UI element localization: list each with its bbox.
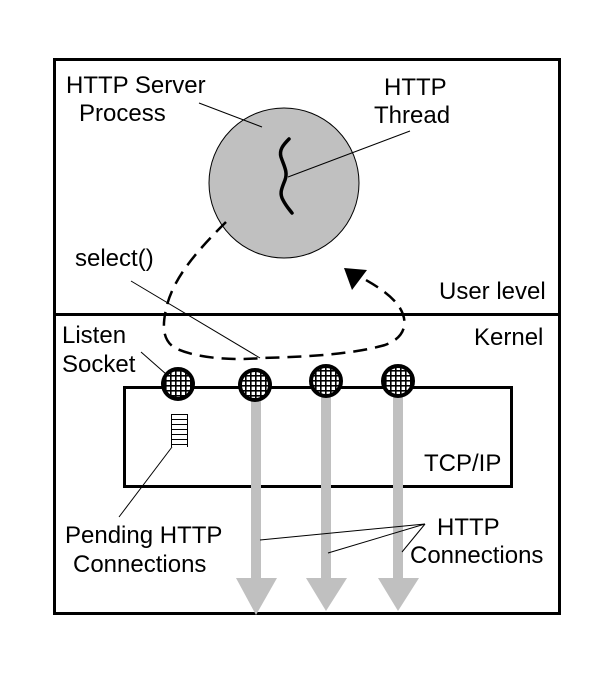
tcpip-label: TCP/IP — [424, 450, 501, 477]
listen-socket-leader — [140, 351, 167, 375]
connection-arrow-2 — [306, 392, 347, 611]
connection-arrow-1 — [236, 395, 277, 615]
connections-leader-3 — [401, 523, 426, 553]
select-loop-arrowhead — [344, 268, 367, 290]
connection-socket-3-icon — [381, 364, 415, 398]
pending-label-line2: Connections — [73, 551, 206, 578]
kernel-label: Kernel — [474, 324, 543, 351]
select-leader — [130, 280, 261, 359]
user-level-label: User level — [439, 278, 546, 305]
connections-label-line1: HTTP — [437, 514, 500, 541]
thread-leader — [287, 130, 411, 178]
connections-leader-1 — [259, 523, 426, 541]
pending-queue-icon — [171, 414, 188, 447]
server-process-label-line2: Process — [79, 100, 166, 127]
connection-socket-1-icon — [238, 368, 272, 402]
select-label: select() — [75, 245, 154, 272]
connection-socket-2-icon — [309, 364, 343, 398]
server-process-leader — [198, 102, 263, 128]
connection-arrow-3 — [378, 392, 419, 611]
pending-label-line1: Pending HTTP — [65, 522, 222, 549]
listen-socket-label-line1: Listen — [62, 322, 126, 349]
listen-socket-icon — [161, 367, 195, 401]
listen-socket-label-line2: Socket — [62, 351, 136, 378]
server-process-label-line1: HTTP Server — [66, 72, 206, 99]
thread-icon — [278, 137, 294, 215]
thread-label-line1: HTTP — [384, 74, 447, 101]
connections-leader-2 — [327, 523, 426, 554]
outer-frame — [53, 58, 561, 615]
connections-label-line2: Connections — [410, 542, 543, 569]
select-loop-path — [162, 221, 406, 361]
pending-leader — [118, 446, 173, 518]
thread-label-line2: Thread — [374, 102, 450, 129]
